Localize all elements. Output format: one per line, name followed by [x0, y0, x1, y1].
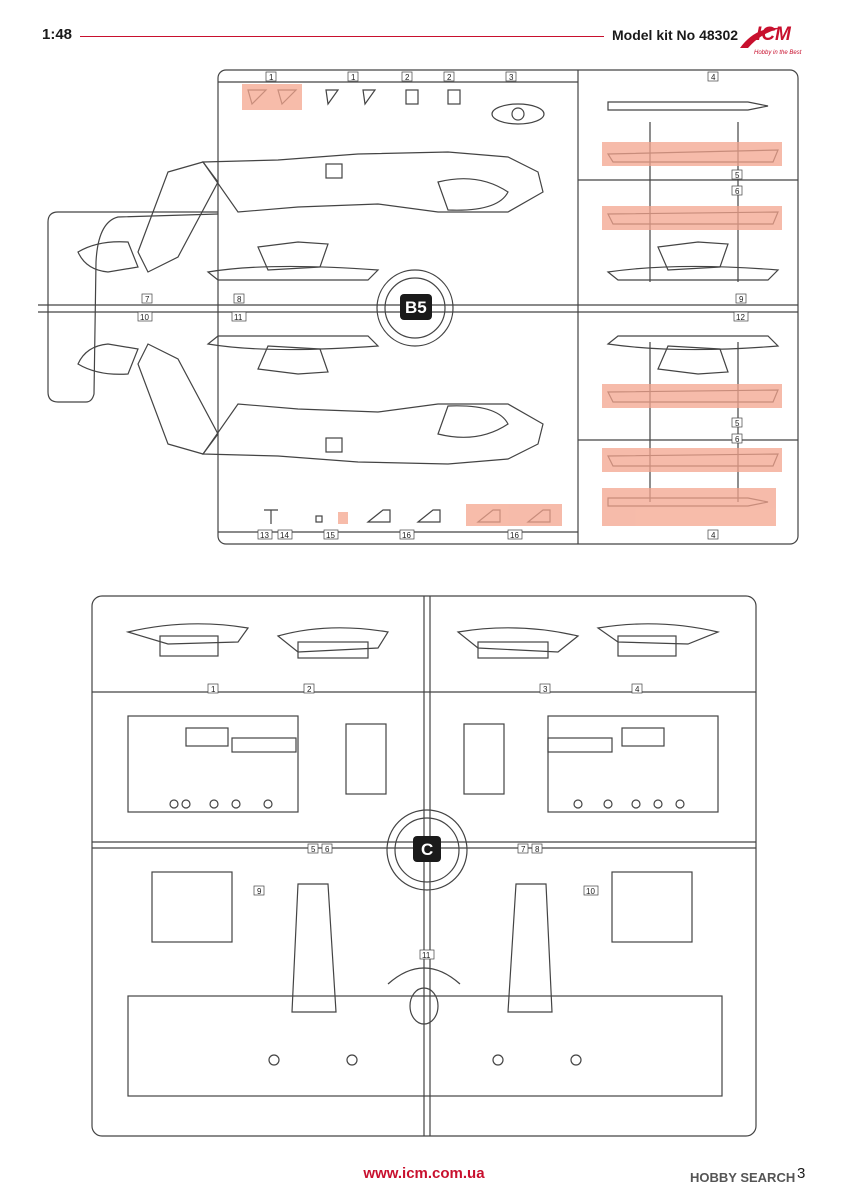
- svg-text:11: 11: [422, 951, 431, 960]
- svg-text:1: 1: [269, 73, 274, 82]
- svg-text:7: 7: [145, 295, 150, 304]
- svg-text:5: 5: [735, 419, 740, 428]
- header-rule: [80, 36, 604, 37]
- scale-label: 1:48: [42, 26, 73, 43]
- svg-text:9: 9: [739, 295, 744, 304]
- svg-text:4: 4: [711, 73, 716, 82]
- c-part-numbers: 1 2 3 4 5 6 7 8 9 10 11: [207, 683, 643, 960]
- svg-text:13: 13: [260, 531, 269, 540]
- svg-text:11: 11: [234, 313, 243, 322]
- svg-text:14: 14: [280, 531, 289, 540]
- svg-text:16: 16: [510, 531, 519, 540]
- svg-text:2: 2: [307, 685, 312, 694]
- svg-text:10: 10: [586, 887, 595, 896]
- svg-text:3: 3: [543, 685, 548, 694]
- svg-text:9: 9: [257, 887, 262, 896]
- svg-text:1: 1: [211, 685, 216, 694]
- sprue-b5-label: B5: [405, 298, 427, 317]
- svg-text:4: 4: [635, 685, 640, 694]
- svg-text:5: 5: [311, 845, 316, 854]
- b5-part-numbers: 1 1 2 2 3 4 5 6 7 8 9 10 11 12 5 6 13 14…: [137, 71, 749, 540]
- footer-url[interactable]: www.icm.com.ua: [363, 1165, 485, 1182]
- sprue-c-diagram: 1 2 3 4 5 6 7 8 9 10 11 C: [91, 595, 757, 1137]
- svg-text:16: 16: [402, 531, 411, 540]
- sprue-b5-badge: [400, 294, 432, 320]
- icm-logo: ICM Hobby in the Best: [736, 22, 808, 64]
- svg-text:2: 2: [405, 73, 410, 82]
- svg-text:12: 12: [736, 313, 745, 322]
- sprue-b5-diagram: 1 1 2 2 3 4 5 6 7 8 9 10 11 12 5 6 13 14…: [38, 69, 799, 545]
- highlighted-parts: [242, 84, 782, 526]
- svg-text:1: 1: [351, 73, 356, 82]
- svg-text:15: 15: [326, 531, 335, 540]
- watermark: HOBBY SEARCH: [690, 1170, 796, 1185]
- svg-text:6: 6: [735, 187, 740, 196]
- logo-swoosh-icon: [740, 27, 782, 48]
- svg-text:4: 4: [711, 531, 716, 540]
- svg-text:7: 7: [521, 845, 526, 854]
- page-number: 3: [797, 1165, 806, 1182]
- svg-text:10: 10: [140, 313, 149, 322]
- sprue-c-label: C: [421, 840, 433, 859]
- model-kit-number: Model kit No 48302: [612, 27, 739, 43]
- svg-text:8: 8: [237, 295, 242, 304]
- svg-text:5: 5: [735, 171, 740, 180]
- svg-text:8: 8: [535, 845, 540, 854]
- svg-text:6: 6: [325, 845, 330, 854]
- sprue-c-badge: [413, 836, 441, 862]
- svg-text:6: 6: [735, 435, 740, 444]
- svg-text:2: 2: [447, 73, 452, 82]
- svg-text:3: 3: [509, 73, 514, 82]
